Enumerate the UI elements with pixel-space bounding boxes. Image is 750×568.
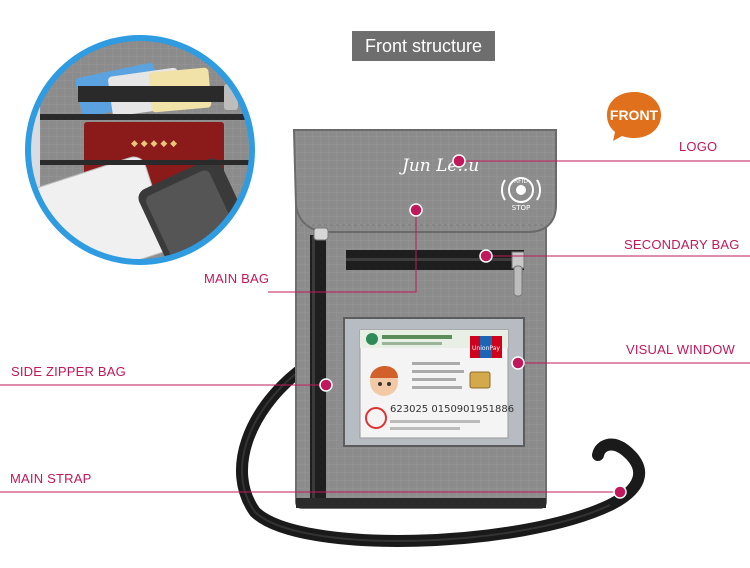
svg-text:STOP: STOP: [512, 204, 530, 212]
callout-dots: [319, 154, 627, 499]
magnifier-inset: ◆ ◆ ◆ ◆ ◆: [25, 35, 255, 265]
front-badge-icon: [607, 92, 661, 141]
callout-secondary-bag: SECONDARY BAG: [624, 237, 740, 252]
callout-side-zipper-bag: SIDE ZIPPER BAG: [11, 364, 126, 379]
page-title: Front structure: [352, 31, 495, 61]
bag-flap: [292, 129, 557, 233]
callout-main-bag: MAIN BAG: [204, 271, 270, 286]
front-badge-label: FRONT: [609, 107, 659, 123]
brand-logo-text: Jun Le..u: [399, 156, 479, 176]
callout-main-strap: MAIN STRAP: [10, 471, 92, 486]
card-number: 623025 0150901951886: [390, 404, 514, 415]
callout-logo: LOGO: [679, 139, 718, 154]
callout-visual-window: VISUAL WINDOW: [626, 342, 736, 357]
rfid-emblem-icon: RFID STOP: [500, 177, 542, 212]
callout-lines: [0, 160, 750, 493]
svg-text:◆ ◆ ◆ ◆ ◆: ◆ ◆ ◆ ◆ ◆: [131, 139, 177, 149]
visual-window: UnionPay 623025 0150901951886: [343, 317, 525, 447]
svg-text:UnionPay: UnionPay: [472, 345, 500, 352]
svg-text:RFID: RFID: [514, 178, 528, 185]
